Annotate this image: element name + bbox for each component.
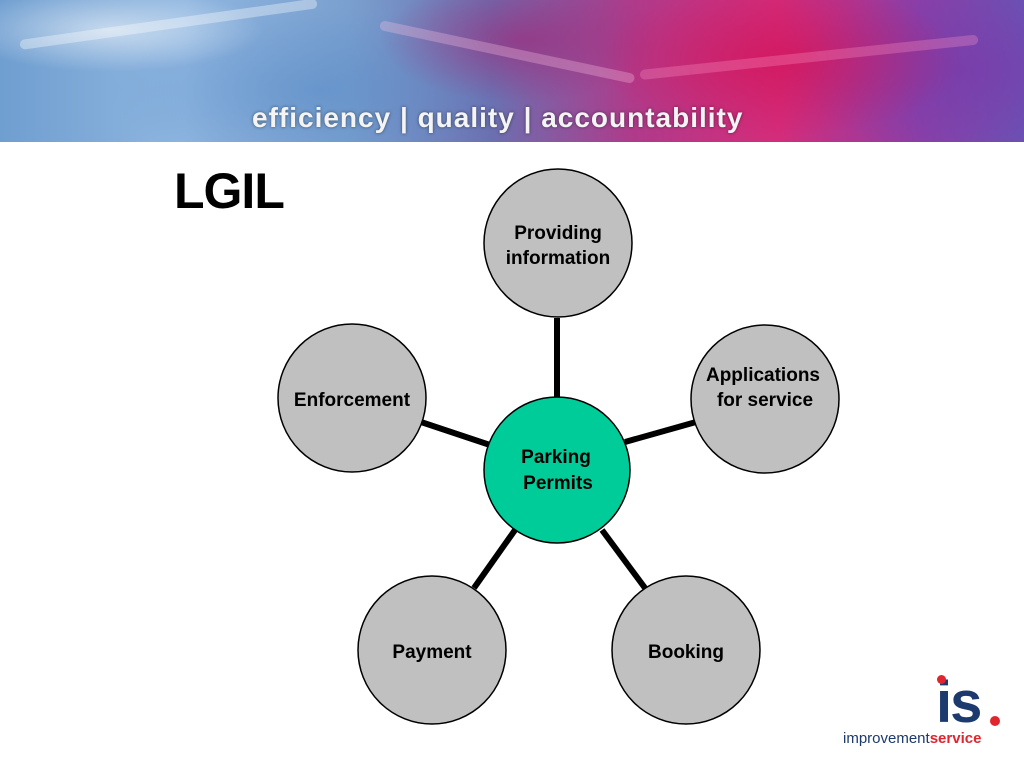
spoke-label-line2: for service <box>717 390 813 411</box>
spoke-label-line1: Applications <box>706 365 820 386</box>
spoke-label-line1: Booking <box>648 642 724 663</box>
connector-enforcement <box>420 419 491 448</box>
spoke-label-line1: Providing <box>514 223 602 244</box>
improvement-service-logo: is improvementservice <box>840 672 1005 752</box>
connectors <box>420 318 697 590</box>
spoke-applications-for-service: Applications for service <box>690 324 840 474</box>
connector-booking <box>599 528 648 590</box>
header-banner: efficiency | quality | accountability <box>0 0 1024 142</box>
logo-dot-icon <box>937 675 946 684</box>
hub-label-line2: Permits <box>523 473 593 494</box>
spoke-label-line1: Payment <box>392 642 472 663</box>
logo-word-service: service <box>929 730 982 747</box>
banner-tagline: efficiency | quality | accountability <box>252 102 744 133</box>
spoke-booking: Booking <box>611 575 761 725</box>
spoke-label-line2: information <box>506 248 611 269</box>
logo-word-improvement: improvement <box>843 730 930 747</box>
hub-label-line1: Parking <box>521 447 591 468</box>
connector-payment <box>471 528 518 590</box>
logo-dot-icon <box>990 716 1000 726</box>
connector-applications-for-service <box>624 419 697 445</box>
spoke-enforcement: Enforcement <box>277 323 427 473</box>
hub-circle <box>483 396 631 544</box>
logo-wordmark: improvementservice <box>843 730 981 747</box>
spoke-label-line1: Enforcement <box>294 390 411 411</box>
spoke-payment: Payment <box>357 575 507 725</box>
slide-title: LGIL <box>174 163 285 219</box>
spoke-providing-information: Providing information <box>483 168 633 318</box>
hub-parking-permits: Parking Permits <box>483 396 631 544</box>
